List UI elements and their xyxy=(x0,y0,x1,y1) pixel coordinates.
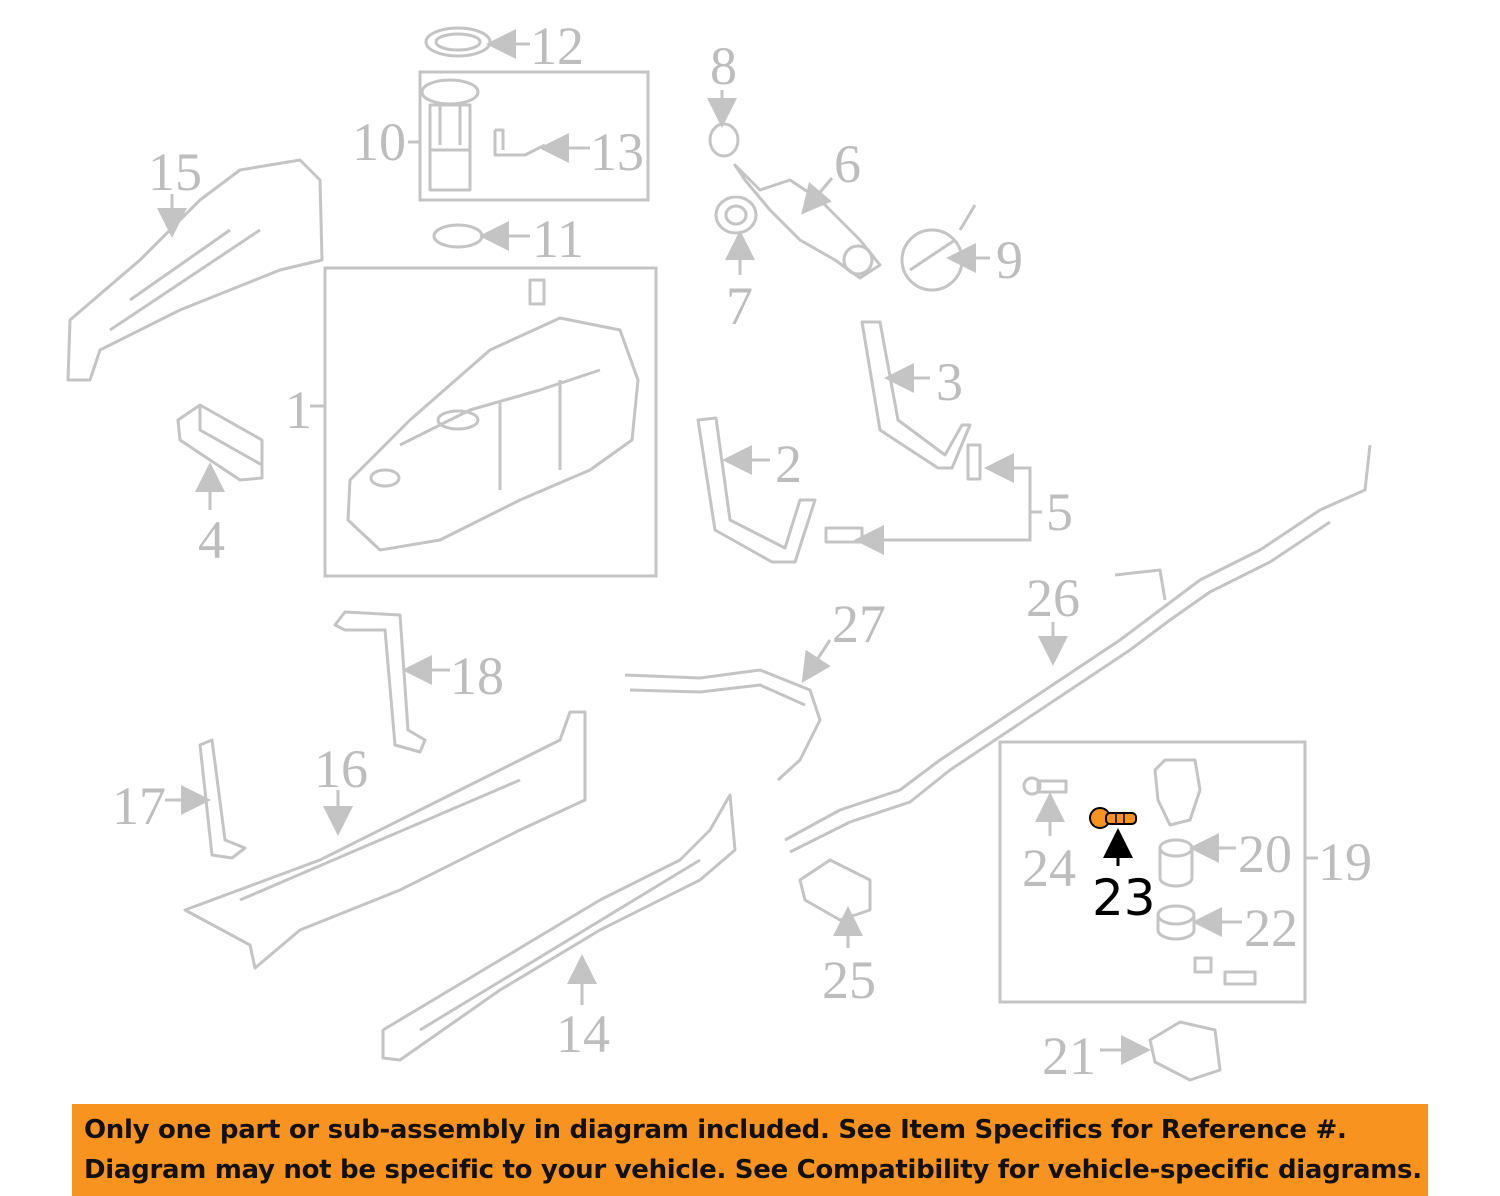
part-15-shield xyxy=(66,158,324,382)
callout-9: 9 xyxy=(996,230,1023,290)
callout-18: 18 xyxy=(450,646,504,706)
part-26-fuel-lines xyxy=(784,444,1372,854)
callout-5: 5 xyxy=(1046,482,1073,542)
callout-13: 13 xyxy=(590,122,644,182)
fuel-filter-group-box xyxy=(998,740,1307,1004)
callout-11: 11 xyxy=(532,209,584,269)
callout-7: 7 xyxy=(726,276,753,336)
callout-12: 12 xyxy=(530,16,584,76)
part-12-lock-ring xyxy=(424,26,492,58)
callout-15: 15 xyxy=(148,142,202,202)
part-9-shield xyxy=(900,204,977,292)
callout-20: 20 xyxy=(1238,824,1292,884)
callout-17: 17 xyxy=(112,776,166,836)
part-14-skid-plate xyxy=(381,793,737,1062)
callout-14: 14 xyxy=(556,1004,610,1064)
parts-diagram: 12 10 13 11 15 1 4 8 6 9 7 3 2 5 26 27 1… xyxy=(66,16,1372,1086)
callout-26: 26 xyxy=(1026,568,1080,628)
part-20-filter xyxy=(1158,838,1194,888)
callout-16: 16 xyxy=(314,739,368,799)
callout-2: 2 xyxy=(775,434,802,494)
part-7-housing xyxy=(714,195,758,235)
part-23-bolt-highlighted xyxy=(1089,807,1137,829)
callout-25: 25 xyxy=(822,950,876,1010)
part-13-sender xyxy=(493,128,546,157)
callout-21: 21 xyxy=(1042,1026,1096,1086)
part-4-bracket xyxy=(176,403,264,482)
part-11-seal xyxy=(432,223,484,249)
callout-27: 27 xyxy=(832,594,886,654)
disclaimer-line-2: Diagram may not be specific to your vehi… xyxy=(84,1155,1422,1185)
fuel-tank-box xyxy=(323,266,658,578)
callout-8: 8 xyxy=(710,36,737,96)
callout-24: 24 xyxy=(1022,838,1076,898)
callout-22: 22 xyxy=(1244,898,1298,958)
callout-10: 10 xyxy=(352,112,406,172)
callout-19: 19 xyxy=(1318,832,1372,892)
disclaimer-line-1: Only one part or sub-assembly in diagram… xyxy=(84,1115,1347,1145)
part-8-cap xyxy=(708,122,740,158)
part-19-bracket-bolt xyxy=(1193,956,1257,986)
callout-6: 6 xyxy=(834,134,861,194)
part-6-filler-pipe xyxy=(733,163,882,280)
part-16-skid-plate xyxy=(183,710,587,970)
callout-4: 4 xyxy=(198,510,225,570)
callout-23-highlighted: 23 xyxy=(1092,869,1156,927)
part-27-fuel-lines xyxy=(624,668,822,782)
part-22-seal xyxy=(1156,904,1196,941)
callout-1: 1 xyxy=(285,380,312,440)
callout-3: 3 xyxy=(936,352,963,412)
part-17-strap xyxy=(198,738,247,860)
part-19-filter-housing xyxy=(1153,758,1202,827)
part-24-bolt xyxy=(1022,776,1068,796)
leader-lines xyxy=(157,29,1318,1065)
part-1-fuel-tank xyxy=(346,278,640,552)
part-18-strap xyxy=(333,610,427,754)
disclaimer-banner: Only one part or sub-assembly in diagram… xyxy=(72,1104,1428,1196)
part-10-fuel-pump xyxy=(420,78,480,192)
fuel-pump-group-box xyxy=(418,70,650,202)
part-25-valve xyxy=(798,858,872,922)
part-21-bracket xyxy=(1148,1020,1222,1082)
